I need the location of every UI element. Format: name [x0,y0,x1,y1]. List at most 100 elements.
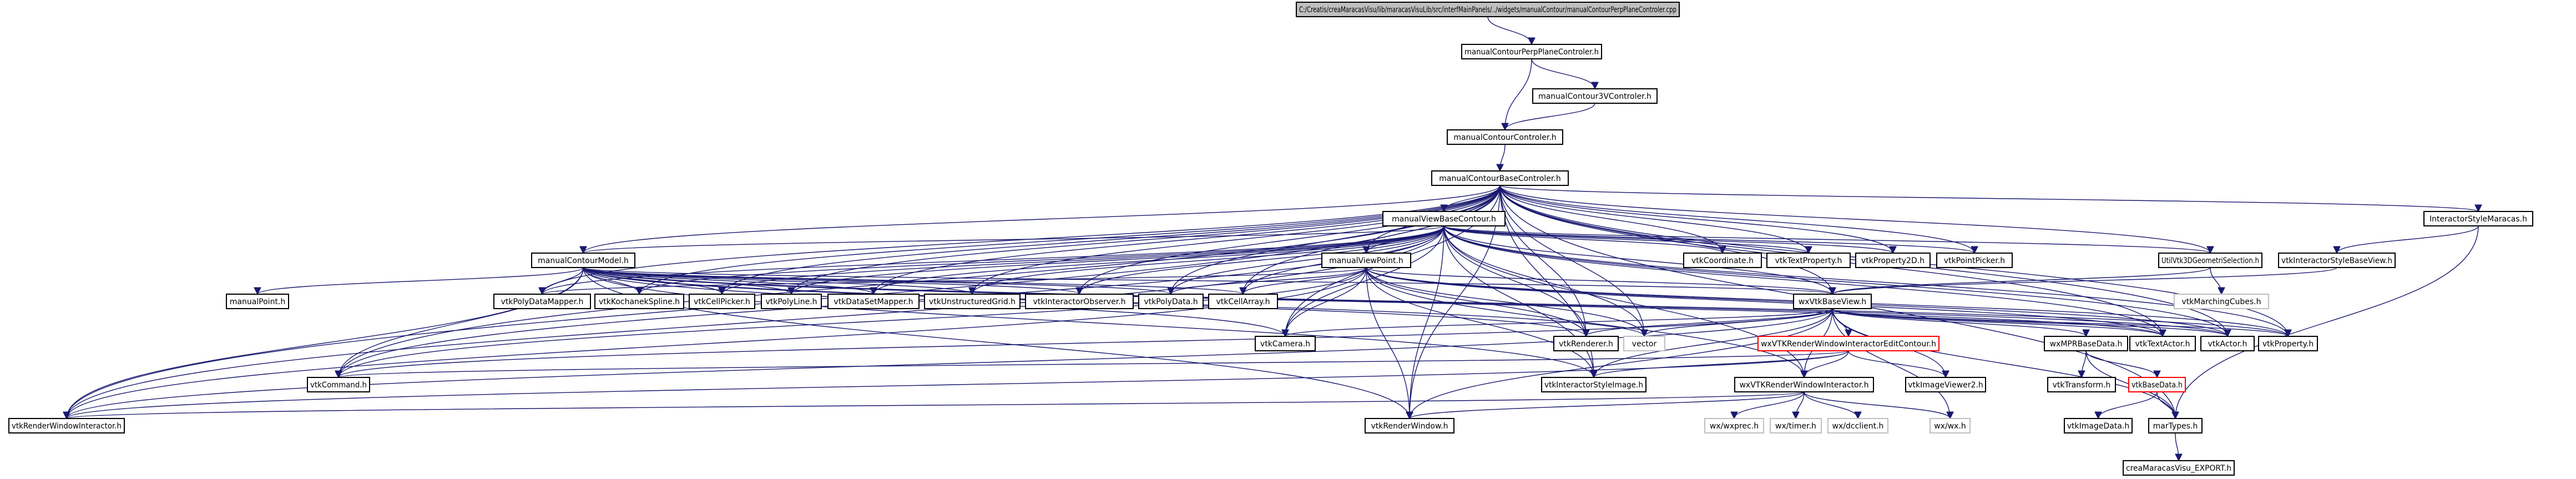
node-rwi[interactable]: vtkRenderWindowInteractor.h [8,418,125,433]
edge-viewpoint-to-rwi [67,267,1367,419]
edge-viewpoint-to-pdmapper [542,267,1367,295]
node-label-wxvtkbase: wxVtkBaseView.h [1799,298,1866,306]
node-ism[interactable]: InteractorStyleMaracas.h [2423,211,2533,226]
node-command[interactable]: vtkCommand.h [307,377,370,392]
edge-ism-to-martypes [2175,225,2479,419]
edge-model-to-mpoint [257,267,584,295]
node-basedata[interactable]: vtkBaseData.h [2128,377,2186,392]
node-util[interactable]: UtilVtk3DGeometriSelection.h [2158,253,2262,268]
node-root[interactable]: C:/Creatis/creaMaracasVisu/lib/maracasVi… [1296,2,1680,17]
node-box-cellarray [1208,294,1278,309]
node-prop2d[interactable]: vtkProperty2D.h [1855,253,1931,268]
node-iobserver[interactable]: vtkInteractorObserver.h [1025,294,1134,309]
node-ctrl3v[interactable]: manualContour3VControler.h [1532,88,1658,104]
node-isimage[interactable]: vtkInteractorStyleImage.h [1541,377,1646,392]
node-export[interactable]: creaMaracasVisu_EXPORT.h [2123,460,2235,476]
node-box-actor [2200,336,2255,351]
edge-mprbase-to-transform [2082,350,2087,377]
node-label-isbaseview: vtkInteractorStyleBaseView.h [2281,256,2392,265]
edge-viewpoint-to-wxvtkrwi [1366,267,1804,377]
edge-basedata-to-imagedata [2098,391,2158,419]
node-renderer[interactable]: vtkRenderer.h [1553,336,1619,351]
node-box-util [2158,253,2262,268]
node-dsmapper[interactable]: vtkDataSetMapper.h [827,294,920,309]
node-viewbase[interactable]: manualViewBaseContour.h [1382,211,1506,226]
node-box-transform [2047,377,2116,392]
node-viewpoint[interactable]: manualViewPoint.h [1321,253,1411,268]
node-box-coord [1683,253,1762,268]
edge-viewbase-to-textprop [1443,225,1809,254]
node-vector[interactable]: vector [1623,336,1665,351]
node-transform[interactable]: vtkTransform.h [2047,377,2116,392]
node-mprbase[interactable]: wxMPRBaseData.h [2044,336,2128,351]
node-label-pointpicker: vtkPointPicker.h [1944,256,2005,265]
node-martypes[interactable]: marTypes.h [2148,418,2203,433]
edge-layer [67,16,2479,461]
edge-martypes-to-export [2175,432,2179,461]
edge-viewpoint-to-cellarray [1243,267,1367,295]
node-label-root: C:/Creatis/creaMaracasVisu/lib/maracasVi… [1299,6,1676,14]
edge-editcontour-to-imageviewer2 [1848,350,1946,378]
node-box-textactor [2129,336,2196,351]
node-mpoint[interactable]: manualPoint.h [226,294,289,309]
node-box-rwi [8,418,125,433]
node-wxtimer[interactable]: wx/timer.h [1770,418,1822,433]
node-model[interactable]: manualContourModel.h [531,253,635,268]
node-perp[interactable]: manualContourPerpPlaneControler.h [1461,44,1602,59]
edge-wxvtkrwi-to-renderwindow [1410,391,1805,419]
node-box-marching [2174,294,2269,309]
node-label-imageviewer2: vtkImageViewer2.h [1908,381,1983,390]
node-label-model: manualContourModel.h [538,256,629,265]
edge-basedata-to-martypes [2156,391,2175,419]
node-imagedata[interactable]: vtkImageData.h [2064,418,2133,433]
node-label-renderer: vtkRenderer.h [1559,340,1613,349]
edge-editcontour-to-wxvtkrwi [1804,350,1849,378]
node-isbaseview[interactable]: vtkInteractorStyleBaseView.h [2278,253,2396,268]
node-pointpicker[interactable]: vtkPointPicker.h [1936,253,2013,268]
node-property[interactable]: vtkProperty.h [2258,336,2318,351]
node-box-iobserver [1025,294,1134,309]
node-polyline[interactable]: vtkPolyLine.h [761,294,822,309]
node-wxwx[interactable]: wx/wx.h [1930,418,1971,433]
node-kochanek[interactable]: vtkKochanekSpline.h [594,294,684,309]
node-renderwindow[interactable]: vtkRenderWindow.h [1365,418,1454,433]
node-label-ctrl3v: manualContour3VControler.h [1538,92,1651,101]
edge-wxvtkrwi-to-wxdcclient [1804,391,1858,419]
edge-viewbase-to-camera [1285,225,1444,336]
edge-viewbase-to-renderwindow [1410,225,1444,419]
node-textprop[interactable]: vtkTextProperty.h [1766,253,1851,268]
node-box-imageviewer2 [1905,377,1986,392]
node-marching[interactable]: vtkMarchingCubes.h [2174,294,2269,309]
node-label-util: UtilVtk3DGeometriSelection.h [2161,256,2259,265]
edge-viewbase-to-property [1443,225,2288,336]
node-polydata[interactable]: vtkPolyData.h [1138,294,1204,309]
node-wxdcclient[interactable]: wx/dcclient.h [1827,418,1888,433]
node-actor[interactable]: vtkActor.h [2200,336,2255,351]
node-label-command: vtkCommand.h [310,381,367,390]
node-coord[interactable]: vtkCoordinate.h [1683,253,1762,268]
node-wxvtkbase[interactable]: wxVtkBaseView.h [1793,294,1872,309]
node-ctrl[interactable]: manualContourControler.h [1447,129,1563,145]
edge-viewpoint-to-command [339,267,1367,377]
node-cellarray[interactable]: vtkCellArray.h [1208,294,1278,309]
node-label-textactor: vtkTextActor.h [2135,340,2190,349]
node-label-wxexprec: wx/wxprec.h [1710,422,1759,431]
node-box-root [1296,2,1680,17]
edge-wxvtkrwi-to-rwi [67,391,1805,419]
edge-wxvtkbase-to-property [1832,308,2288,337]
node-wxexprec[interactable]: wx/wxprec.h [1704,418,1764,433]
node-wxvtkrwi[interactable]: wxVTKRenderWindowInteractor.h [1734,377,1874,392]
node-box-pdmapper [493,294,591,309]
node-cellpicker[interactable]: vtkCellPicker.h [689,294,755,309]
node-editcontour[interactable]: wxVTKRenderWindowInteractorEditContour.h [1757,336,1939,351]
node-base[interactable]: manualContourBaseControler.h [1431,170,1569,186]
node-box-wxtimer [1770,418,1822,433]
node-camera[interactable]: vtkCamera.h [1255,336,1316,351]
node-pdmapper[interactable]: vtkPolyDataMapper.h [493,294,591,309]
node-box-wxvtkbase [1793,294,1872,309]
node-label-camera: vtkCamera.h [1260,340,1310,349]
node-box-imagedata [2064,418,2133,433]
node-ugrid[interactable]: vtkUnstructuredGrid.h [924,294,1021,309]
node-textactor[interactable]: vtkTextActor.h [2129,336,2196,351]
node-imageviewer2[interactable]: vtkImageViewer2.h [1905,377,1986,392]
